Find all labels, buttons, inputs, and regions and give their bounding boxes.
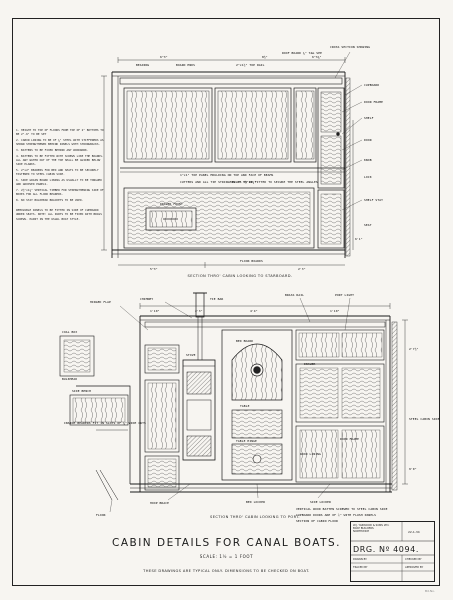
label-coal-box: COAL BOX xyxy=(62,330,77,334)
checked-by: CHECKED BY xyxy=(405,558,422,561)
note-1: 1. HEIGHT TO TOP OF FLOORS FROM TOP OF 2… xyxy=(16,128,104,137)
title-block: W.J. YARWOOD & SONS LTD. BOAT BUILDERS N… xyxy=(350,521,435,582)
label-floor-boards: FLOOR BOARDS xyxy=(240,259,263,263)
dim-bottom-b: 2'3" xyxy=(195,309,203,313)
label-floor: FLOOR xyxy=(96,513,106,517)
label-steel-cabin: STEEL CABIN SIDE xyxy=(409,417,440,421)
note-8: 8. NO STAY BULKHEAD BRACKETS TO BE USED. xyxy=(16,197,84,202)
section-port-caption: SECTION THRO' CABIN LOOKING TO PORT. xyxy=(210,515,300,519)
label-shelf: SHELF xyxy=(364,116,374,120)
label-board-ends: BOARD ENDS xyxy=(176,63,195,67)
label-cupboard: CUPBOARD xyxy=(364,83,379,87)
note-bottom-d: SECTION OF CABIN FLOOR xyxy=(296,519,338,523)
note-top-b: CUTTERS AND ALL TIE STRINGERS OF 3½"x1¾" xyxy=(180,180,256,185)
label-chimney: CHIMNEY xyxy=(140,297,153,301)
label-bed-locker: BED LOCKER xyxy=(246,500,265,504)
dim-bottom-c: 4'4" xyxy=(250,309,258,313)
label-port-light: PORT LIGHT xyxy=(335,293,354,297)
label-roof-board: ROOF BOARD ¾" T&G SEE xyxy=(282,51,322,56)
label-door: DOOR xyxy=(364,138,372,142)
dim-top-f: 6'1" xyxy=(355,237,363,241)
label-top-rail: 2"x1½" TOP RAIL xyxy=(236,63,265,67)
drawing-title: CABIN DETAILS FOR CANAL BOATS. xyxy=(111,537,342,549)
dim-bottom-d: 1'10" xyxy=(330,309,340,313)
label-side-locker: SIDE LOCKER xyxy=(310,500,331,504)
label-knob: KNOB xyxy=(364,158,372,162)
label-drawer: DRAWER xyxy=(304,362,316,366)
label-stove: STOVE xyxy=(186,353,196,357)
approved-by: APPROVED BY xyxy=(405,566,424,569)
label-bed-board: BED BOARD xyxy=(236,339,253,343)
label-table-hinge: TABLE HINGE xyxy=(236,439,257,443)
label-door-frame: DOOR FRAME xyxy=(364,100,383,104)
title-block-firm: W.J. YARWOOD & SONS LTD. BOAT BUILDERS N… xyxy=(353,524,403,534)
note-3: 3. BATTENS TO BE FIXED BEHIND ANY WOODWO… xyxy=(16,147,89,152)
firm-line-2: BOAT BUILDERS xyxy=(353,527,374,531)
dim-bottom-f: 9'0" xyxy=(409,467,417,471)
label-bulkhead: BULKHEAD xyxy=(62,377,77,381)
label-table: TABLE xyxy=(240,404,250,408)
dim-top-c: 6"3¾" xyxy=(312,55,322,60)
label-door-frame-b: DOOR FRAME xyxy=(340,437,359,441)
port-section xyxy=(59,292,408,513)
note-6: 6. SIDE GRAIN BOARD LINING AS USUALLY TO… xyxy=(16,177,102,187)
starboard-section xyxy=(101,51,363,268)
dim-bottom-a: 1'10" xyxy=(150,309,160,313)
general-notes: 1. HEIGHT TO TOP OF FLOORS FROM TOP OF 2… xyxy=(16,128,104,222)
note-bottom-a: VERTICAL WOOD BATTEN SCREWED TO STEEL CA… xyxy=(296,507,388,511)
note-extra: REMOVABLE PANELS TO BE FITTED IN SIDE OF… xyxy=(16,208,102,221)
label-lock: LOCK xyxy=(364,175,372,179)
label-tie-bar: TIE BAR xyxy=(210,297,223,301)
label-hinged-flap: HINGED FLAP xyxy=(90,300,111,304)
dim-top-a: 6"3" xyxy=(160,55,168,59)
title-block-lines xyxy=(350,521,435,582)
label-hoop-brace: HOOP BRACE xyxy=(150,501,169,505)
note-2: 2. CABIN LINING TO BE OF ¾" STEEL WITH S… xyxy=(16,137,104,147)
note-5: 5. 2"x2" BEARERS FOR BED AND SEATS TO BE… xyxy=(16,167,99,177)
note-top-a: 1"x1" TOP PANEL MOULDING ON TOP AND FACE… xyxy=(180,173,273,177)
drawn-by: DRAWN BY xyxy=(353,558,367,561)
firm-line-3: NORTHWICH xyxy=(353,530,370,534)
dim-bottom-e: 2'7½" xyxy=(409,347,419,351)
drawing-number: DRG. Nº 4094. xyxy=(353,545,420,554)
label-wood-lining: WOOD LINING xyxy=(300,452,321,456)
firm-line-1: W.J. YARWOOD & SONS LTD. xyxy=(353,524,390,527)
label-drawer-front: DRAWER FRONT xyxy=(160,202,183,206)
title-block-date: 22-1-34 xyxy=(408,530,420,534)
drawing-scale: SCALE: 1½ = 1 FOOT xyxy=(199,554,254,559)
section-starboard-caption: SECTION THRO' CABIN LOOKING TO STARBOARD… xyxy=(187,274,293,278)
sheet-border xyxy=(12,18,440,586)
label-brass-rail: BRASS RAIL xyxy=(285,293,304,297)
traced-by: TRACED BY xyxy=(353,566,368,569)
note-top-c: BOLTS TO BE FITTED TO SECURE THE STEEL A… xyxy=(232,180,318,184)
dim-top-d: 5"3" xyxy=(150,267,158,271)
dim-top-e: 2'3" xyxy=(298,267,306,271)
drawing-footnote: THESE DRAWINGS ARE TYPICAL ONLY. DIMENSI… xyxy=(143,569,310,573)
archive-stamp: Bd.No. xyxy=(425,589,435,593)
label-cross-section: CROSS SECTION SHOWING xyxy=(330,45,370,49)
note-4: 4. BATTENS TO BE FITTED WITH SCREWS LIKE… xyxy=(16,153,104,167)
label-seat: SEAT xyxy=(364,223,372,227)
note-7: 7. 2½"x1¾" VERTICAL TIMBER FOR STRENGTHE… xyxy=(16,187,104,197)
label-shelf-stay: SHELF STAY xyxy=(364,198,383,202)
note-bottom-c: INSIDE BEARERS FIT IN SLOTS OF ¾" WIDE C… xyxy=(64,421,146,426)
note-bottom-b: CUPBOARD DOORS ARE OF ⅞" WITH FLUSH PANE… xyxy=(296,513,376,517)
label-beading: BEADING xyxy=(136,63,149,67)
label-side-bench: SIDE BENCH xyxy=(72,389,91,393)
dim-top-b: 8½" xyxy=(262,55,268,59)
